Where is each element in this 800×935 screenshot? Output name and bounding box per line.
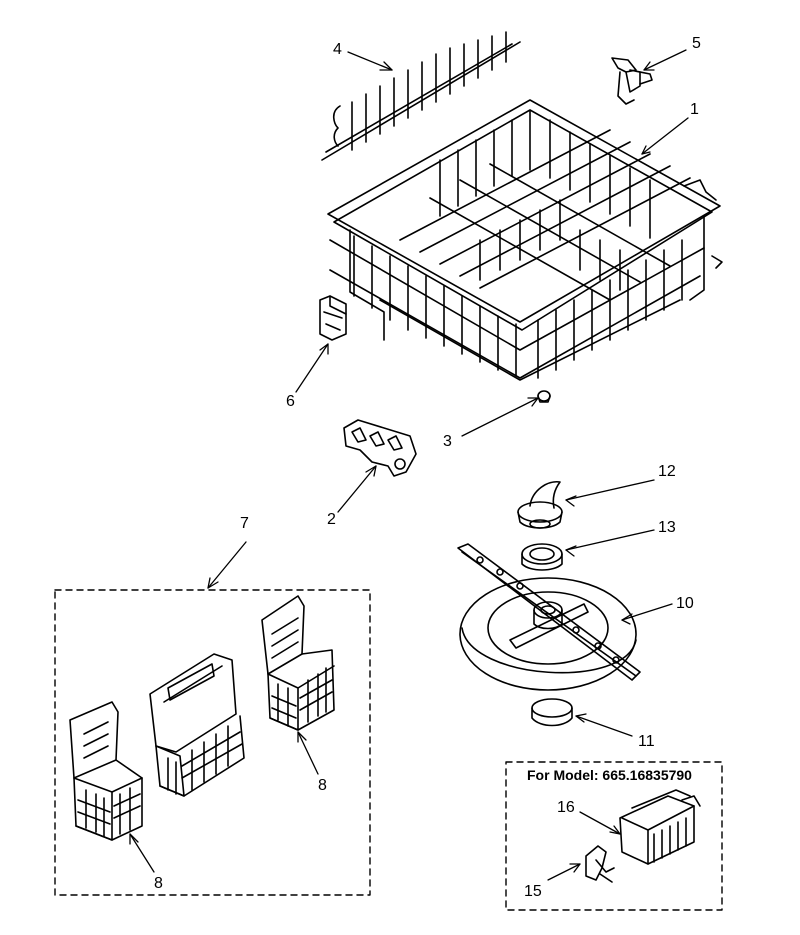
roller-stud-part <box>537 390 551 403</box>
callout-3: 3 <box>443 433 452 450</box>
callout-16: 16 <box>557 799 575 816</box>
lower-spray-arm-part <box>457 543 641 691</box>
callout-5: 5 <box>692 35 701 52</box>
callout-8-right: 8 <box>318 777 327 794</box>
utensil-basket-center-part <box>149 653 245 797</box>
callout-7: 7 <box>240 515 249 532</box>
spray-hub-nut-part <box>517 481 563 529</box>
callout-4: 4 <box>333 41 342 58</box>
callout-12: 12 <box>658 463 676 480</box>
callout-10: 10 <box>676 595 694 612</box>
callout-11: 11 <box>638 733 655 750</box>
tine-row-part <box>321 31 521 161</box>
spray-arm-ring-part <box>521 543 563 571</box>
small-basket-right-part <box>261 595 335 731</box>
lower-dishrack-part <box>327 99 723 381</box>
basket-module-part <box>619 789 701 865</box>
leader-lines <box>129 49 689 881</box>
roller-bracket-part <box>343 419 417 477</box>
model-specific-box <box>505 761 723 911</box>
small-basket-left-part <box>69 701 143 841</box>
model-note-label: For Model: 665.16835790 <box>527 767 692 783</box>
callout-2: 2 <box>327 511 336 528</box>
basket-assembly-box <box>54 589 371 896</box>
basket-clip-part <box>585 845 615 883</box>
callout-8-left: 8 <box>154 875 163 892</box>
callout-1: 1 <box>690 101 699 118</box>
rack-stop-part <box>319 295 347 341</box>
callout-15: 15 <box>524 883 542 900</box>
spray-arm-collar-part <box>531 698 573 727</box>
callout-13: 13 <box>658 519 676 536</box>
callout-6: 6 <box>286 393 295 410</box>
rack-clip-part <box>611 57 653 105</box>
